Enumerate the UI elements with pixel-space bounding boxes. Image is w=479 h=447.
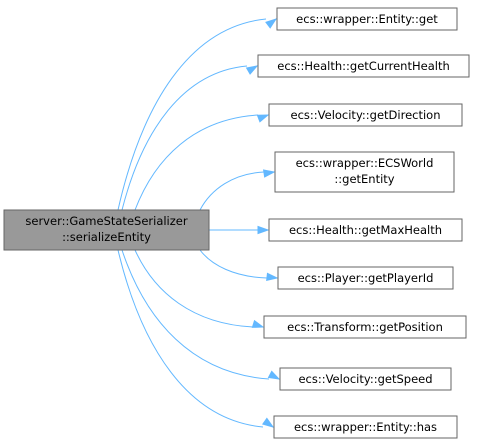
- node-ecsworld-get-entity-box: [274, 151, 455, 193]
- node-entity-has-label: ecs::wrapper::Entity::has: [294, 420, 437, 434]
- node-velocity-get-speed-label: ecs::Velocity::getSpeed: [298, 372, 432, 386]
- call-edges: [117, 18, 281, 428]
- edge-to-velocity-get-speed: [121, 249, 281, 380]
- node-health-get-current-health[interactable]: ecs::Health::getCurrentHealth: [257, 54, 470, 78]
- edge-arrowhead: [245, 65, 259, 75]
- edge-arrowhead: [267, 370, 281, 380]
- node-ecsworld-get-entity-label: ::getEntity: [334, 172, 394, 186]
- source-node-line-2: ::serializeEntity: [62, 230, 151, 244]
- edge-to-player-get-player-id: [199, 249, 279, 282]
- node-ecsworld-get-entity[interactable]: ecs::wrapper::ECSWorld::getEntity: [274, 151, 455, 193]
- edge-arrowhead: [251, 319, 265, 328]
- node-entity-get[interactable]: ecs::wrapper::Entity::get: [276, 7, 458, 31]
- node-entity-has-box: [273, 415, 458, 439]
- edge-arrowhead: [257, 225, 270, 235]
- node-health-get-max-health-label: ecs::Health::getMaxHealth: [289, 223, 442, 237]
- node-transform-get-position-box: [263, 315, 467, 339]
- edge-arrowhead: [256, 114, 270, 123]
- node-health-get-max-health[interactable]: ecs::Health::getMaxHealth: [268, 218, 463, 242]
- node-player-get-player-id-box: [277, 266, 454, 290]
- edge-to-health-get-current-health: [121, 65, 259, 211]
- node-health-get-current-health-box: [257, 54, 470, 78]
- edge-to-entity-get: [117, 18, 278, 211]
- edge-to-transform-get-position: [134, 249, 265, 328]
- node-entity-get-label: ecs::wrapper::Entity::get: [296, 12, 438, 26]
- edge-arrowhead: [262, 417, 275, 428]
- node-player-get-player-id[interactable]: ecs::Player::getPlayerId: [277, 266, 454, 290]
- node-transform-get-position[interactable]: ecs::Transform::getPosition: [263, 315, 467, 339]
- node-player-get-player-id-label: ecs::Player::getPlayerId: [298, 271, 434, 285]
- target-nodes: ecs::wrapper::Entity::getecs::Health::ge…: [257, 7, 470, 439]
- node-health-get-max-health-box: [268, 218, 463, 242]
- edge-arrowhead: [266, 272, 279, 282]
- source-node[interactable]: server::GameStateSerializer ::serializeE…: [3, 209, 210, 251]
- node-entity-has[interactable]: ecs::wrapper::Entity::has: [273, 415, 458, 439]
- node-velocity-get-direction[interactable]: ecs::Velocity::getDirection: [268, 103, 463, 127]
- node-velocity-get-speed[interactable]: ecs::Velocity::getSpeed: [279, 367, 452, 391]
- edge-to-entity-has: [117, 249, 275, 428]
- node-velocity-get-speed-box: [279, 367, 452, 391]
- edge-to-ecsworld-get-entity: [199, 169, 276, 211]
- edge-arrowhead: [262, 169, 276, 178]
- node-entity-get-box: [276, 7, 458, 31]
- node-velocity-get-direction-label: ecs::Velocity::getDirection: [291, 108, 441, 122]
- edge-to-health-get-max-health: [209, 225, 270, 235]
- edge-arrowhead: [265, 18, 278, 29]
- source-node-box: [3, 209, 210, 251]
- source-node-line-1: server::GameStateSerializer: [25, 214, 187, 228]
- node-ecsworld-get-entity-label: ecs::wrapper::ECSWorld: [296, 156, 434, 170]
- edge-to-velocity-get-direction: [134, 114, 270, 211]
- node-velocity-get-direction-box: [268, 103, 463, 127]
- node-health-get-current-health-label: ecs::Health::getCurrentHealth: [277, 59, 450, 73]
- node-transform-get-position-label: ecs::Transform::getPosition: [287, 320, 443, 334]
